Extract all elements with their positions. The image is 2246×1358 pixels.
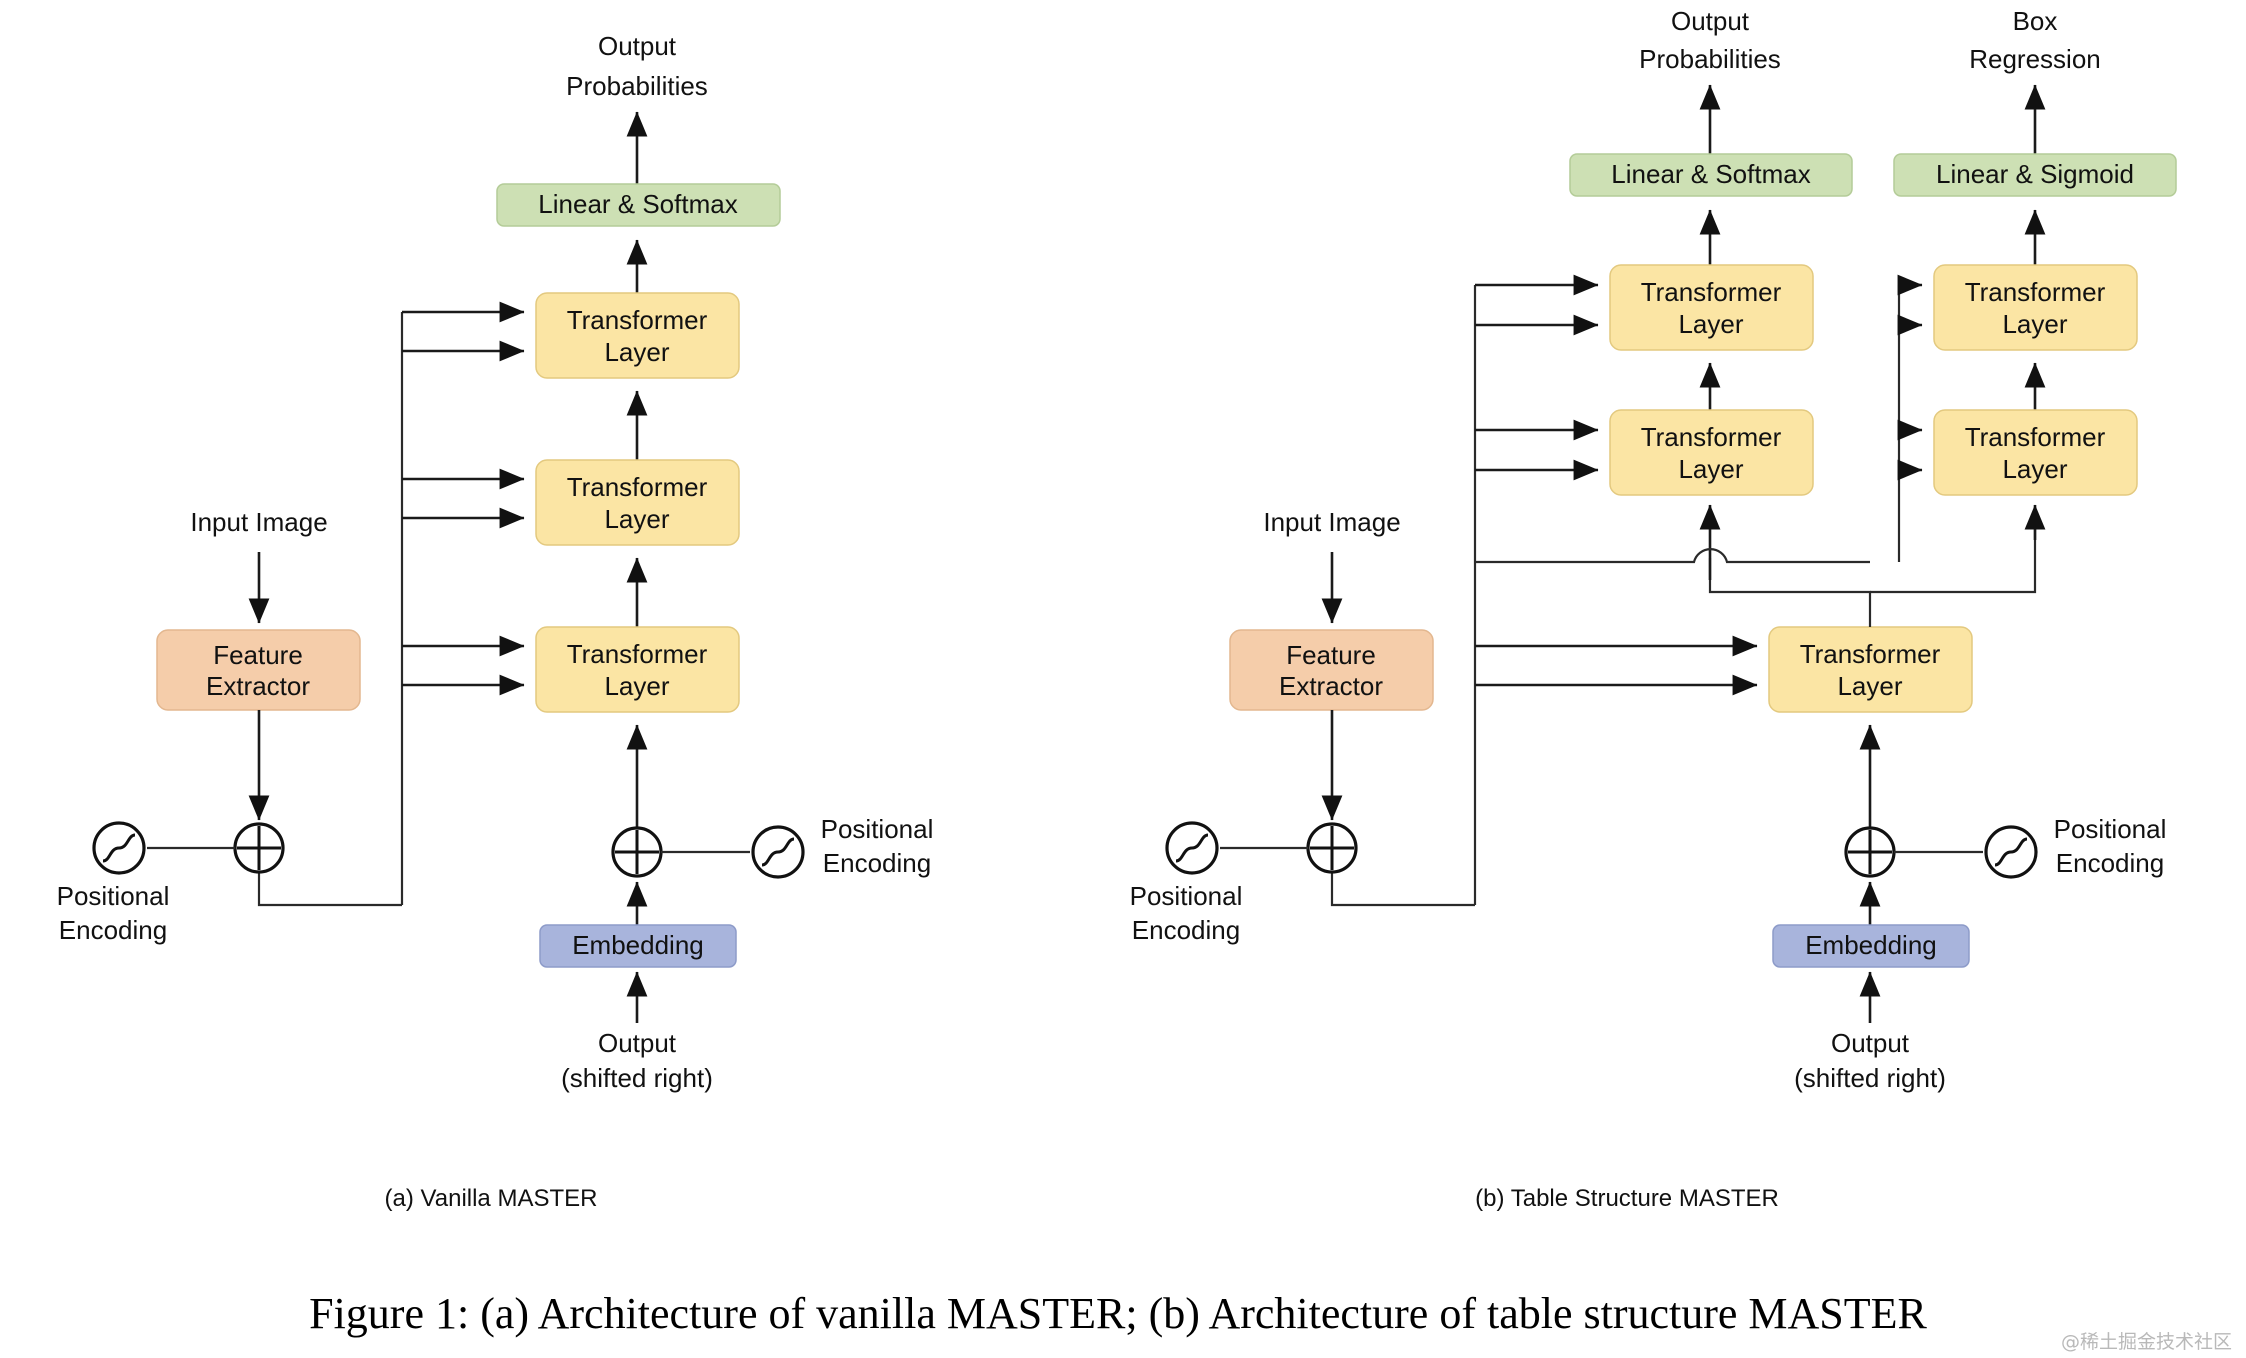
panel-a-layer3-line2: Layer [604,337,669,367]
panel-a-layer1-line1: Transformer [567,639,708,669]
panel-a-adder-encoder [233,822,285,874]
panel-a-transformer-layer-3: Transformer Layer [535,292,740,379]
panel-b-input-image-label: Input Image [1263,507,1400,537]
panel-b-embedding-label: Embedding [1805,930,1937,960]
panel-a-feature-extractor-line2: Extractor [206,671,310,701]
panel-b-output-left-line2: Probabilities [1639,44,1781,74]
panel-b-left-layer2-line1: Transformer [1641,277,1782,307]
panel-a-transformer-layer-2: Transformer Layer [535,459,740,546]
panel-b-feature-extractor-box: Feature Extractor [1229,629,1434,711]
panel-b-right-layer1-line2: Layer [2002,454,2067,484]
panel-a-positional-encoding-left-line2: Encoding [59,915,167,945]
panel-a-linear-softmax-box: Linear & Softmax [496,183,781,227]
panel-a-positional-encoding-right-line2: Encoding [823,848,931,878]
panel-b-right-layer2-line1: Transformer [1965,277,2106,307]
panel-b-right-layer1-line1: Transformer [1965,422,2106,452]
panel-a-embedding-label: Embedding [572,930,704,960]
panel-a-layer2-line1: Transformer [567,472,708,502]
panel-a-output-label-line2: Probabilities [566,71,708,101]
panel-b-embedding-box: Embedding [1772,924,1970,968]
panel-b-left-layer1-line2: Layer [1678,454,1743,484]
panel-b-left-transformer-layer-1: Transformer Layer [1609,409,1814,496]
panel-b-encoder-bus-crossover-hop [1475,547,1870,564]
panel-b-adder-decoder [1844,826,1896,878]
panel-b: Output Probabilities Box Regression Line… [1130,6,2177,1212]
panel-b-right-layer2-line2: Layer [2002,309,2067,339]
watermark: @稀土掘金技术社区 [2061,1331,2232,1353]
panel-b-bottom-label-line2: (shifted right) [1794,1063,1946,1093]
panel-a-positional-encoding-right-icon [751,825,805,879]
panel-a-layer1-line2: Layer [604,671,669,701]
panel-b-output-right-line2: Regression [1969,44,2101,74]
panel-a-positional-encoding-left-icon [92,821,146,875]
panel-a-positional-encoding-right-line1: Positional [821,814,934,844]
panel-a-transformer-layer-1: Transformer Layer [535,626,740,713]
panel-b-linear-softmax-box: Linear & Softmax [1569,153,1853,197]
panel-a-output-label-line1: Output [598,31,677,61]
panel-b-bottom-label-line1: Output [1831,1028,1910,1058]
panel-a-positional-encoding-left-line1: Positional [57,881,170,911]
panel-b-positional-encoding-left-line1: Positional [1130,881,1243,911]
panel-b-positional-encoding-right-icon [1984,825,2038,879]
panel-a: Output Probabilities Linear & Softmax Tr… [57,31,934,1212]
panel-b-output-left-line1: Output [1671,6,1750,36]
panel-b-right-transformer-layer-1: Transformer Layer [1933,409,2138,496]
panel-a-bottom-label-line2: (shifted right) [561,1063,713,1093]
panel-b-split-to-left-branch [1708,558,1872,627]
panel-b-right-transformer-layer-2: Transformer Layer [1933,264,2138,351]
panel-b-linear-softmax-label: Linear & Softmax [1611,159,1810,189]
panel-a-subcaption: (a) Vanilla MASTER [385,1185,598,1212]
panel-a-adder-decoder [611,826,663,878]
panel-a-layer2-line2: Layer [604,504,669,534]
panel-b-subcaption: (b) Table Structure MASTER [1475,1185,1779,1212]
panel-b-adder-encoder [1306,822,1358,874]
panel-b-positional-encoding-right-line2: Encoding [2056,848,2164,878]
panel-a-input-image-label: Input Image [190,507,327,537]
panel-a-feature-extractor-box: Feature Extractor [156,629,361,711]
panel-b-positional-encoding-right-line1: Positional [2054,814,2167,844]
panel-a-linear-softmax-label: Linear & Softmax [538,189,737,219]
panel-b-split-to-right-branch [1870,508,2037,594]
panel-b-shared-layer-line2: Layer [1837,671,1902,701]
panel-b-linear-sigmoid-label: Linear & Sigmoid [1936,159,2134,189]
panel-b-shared-transformer-layer: Transformer Layer [1768,626,1973,713]
panel-b-linear-sigmoid-box: Linear & Sigmoid [1893,153,2177,197]
panel-b-left-transformer-layer-2: Transformer Layer [1609,264,1814,351]
panel-b-positional-encoding-left-line2: Encoding [1132,915,1240,945]
panel-b-left-layer1-line1: Transformer [1641,422,1782,452]
panel-b-shared-layer-line1: Transformer [1800,639,1941,669]
panel-b-output-right-line1: Box [2013,6,2058,36]
panel-a-feature-extractor-line1: Feature [213,640,303,670]
figure-caption: Figure 1: (a) Architecture of vanilla MA… [309,1289,1927,1338]
panel-b-feature-extractor-line1: Feature [1286,640,1376,670]
panel-b-feature-extractor-line2: Extractor [1279,671,1383,701]
panel-b-positional-encoding-left-icon [1165,821,1219,875]
panel-a-bottom-label-line1: Output [598,1028,677,1058]
panel-b-left-layer2-line2: Layer [1678,309,1743,339]
panel-a-layer3-line1: Transformer [567,305,708,335]
panel-a-embedding-box: Embedding [539,924,737,968]
